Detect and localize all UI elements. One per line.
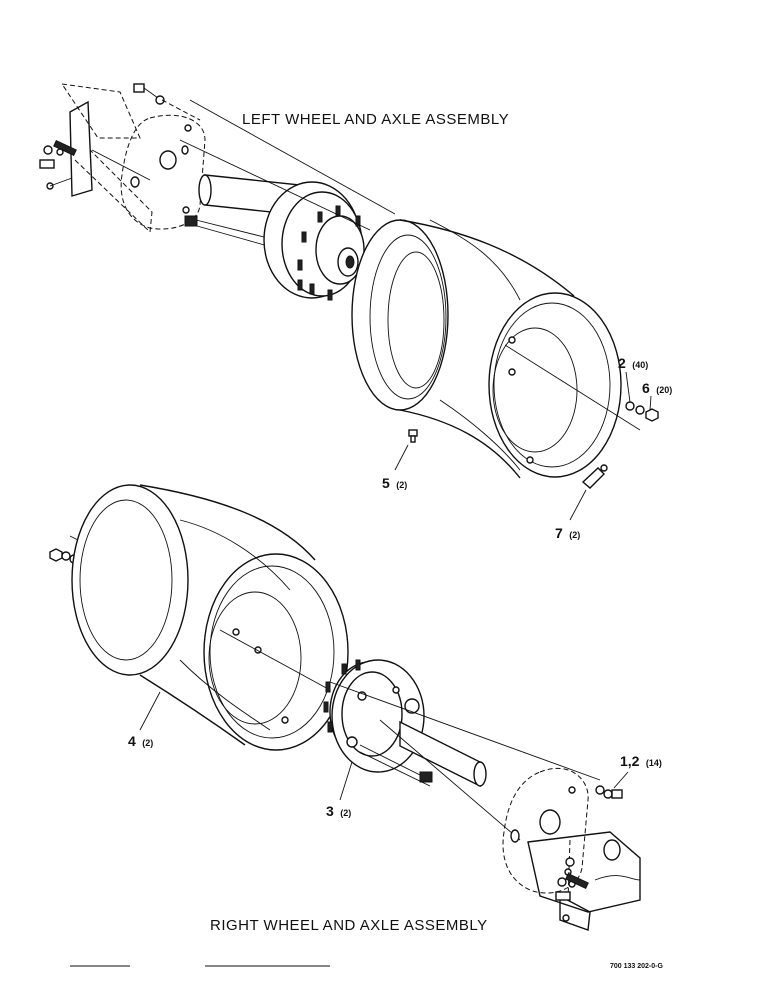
callout-7-leader (569, 489, 587, 521)
right-frame-bracket (527, 831, 641, 931)
right-wheel-rim (71, 484, 349, 751)
right-axle-spindle (359, 720, 487, 788)
left-wheel-rim (351, 219, 622, 479)
left-frame-bracket (60, 83, 153, 234)
callout-6-leader (649, 395, 652, 411)
left-spring-linkage (39, 139, 77, 190)
callout-3: 3 (2) (326, 803, 351, 820)
callout-2: 2 (40) (618, 355, 648, 372)
callout-3-leader (339, 761, 353, 801)
callout-6-qty: (20) (656, 385, 672, 395)
right-spring-linkage (555, 872, 589, 922)
left-assembly-title: LEFT WHEEL AND AXLE ASSEMBLY (242, 111, 509, 128)
right-fasteners (595, 785, 623, 799)
left-part-5-bolt (408, 429, 418, 443)
right-assembly-title: RIGHT WHEEL AND AXLE ASSEMBLY (210, 917, 488, 934)
left-axle-centreline (179, 139, 371, 231)
callout-7-qty: (2) (569, 530, 580, 540)
callout-6-number: 6 (642, 380, 650, 396)
drawing-reference-number: 700 133 202-0-G (610, 963, 663, 970)
left-assembly (39, 83, 659, 521)
callout-4-qty: (2) (142, 738, 153, 748)
right-lower-guide-line (379, 719, 521, 841)
callout-7: 7 (2) (555, 525, 580, 542)
callout-3-number: 3 (326, 803, 334, 819)
callout-7-number: 7 (555, 525, 563, 541)
right-axle-centreline (329, 681, 601, 781)
callout-5-leader (394, 444, 409, 471)
callout-4: 4 (2) (128, 733, 153, 750)
callout-1-2: 1,2 (14) (620, 753, 662, 770)
callout-3-qty: (2) (340, 808, 351, 818)
left-fasteners (625, 401, 659, 422)
callout-5: 5 (2) (382, 475, 407, 492)
callout-4-leader (139, 691, 161, 731)
callout-5-number: 5 (382, 475, 390, 491)
callout-1-2-leader (613, 771, 629, 789)
left-mounting-plate (120, 114, 206, 230)
left-hub (263, 181, 365, 301)
callout-1-2-qty: (14) (646, 758, 662, 768)
callout-2-leader (625, 371, 631, 403)
callout-2-qty: (40) (632, 360, 648, 370)
left-wheel-bolt-line (504, 344, 641, 431)
callout-5-qty: (2) (396, 480, 407, 490)
callout-6: 6 (20) (642, 380, 672, 397)
left-part-7-valve (581, 464, 608, 489)
left-upper-guide-line (189, 99, 396, 215)
right-mounting-plate (502, 767, 589, 894)
right-hub-studs (323, 659, 361, 733)
left-top-bolt (133, 83, 201, 121)
left-hub-studs (297, 205, 361, 301)
right-wheel-bolt-line (219, 629, 331, 691)
right-assembly (49, 484, 641, 931)
callout-1-2-number: 1,2 (620, 753, 640, 769)
callout-4-number: 4 (128, 733, 136, 749)
callout-2-number: 2 (618, 355, 626, 371)
